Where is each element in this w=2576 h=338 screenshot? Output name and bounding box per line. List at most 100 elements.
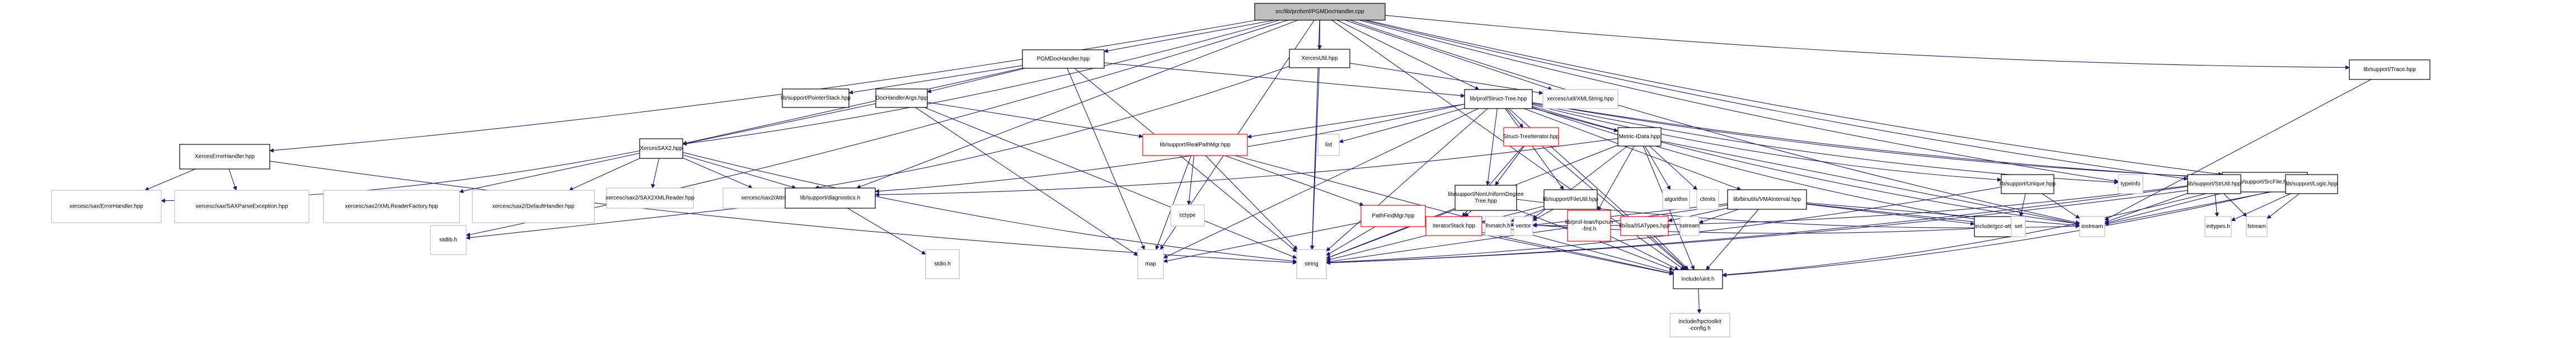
node-dochandlerargs[interactable]: DocHandlerArgs.hpp [875, 88, 928, 108]
node-label: src/lib/profxml/PGMDocHandler.cpp [1275, 9, 1364, 15]
node-gccattr[interactable]: include/gcc-attr.h [1974, 216, 2019, 237]
node-logic[interactable]: lib/support/Logic.hpp [2285, 174, 2338, 194]
edge-structtree-to-iostream [1532, 106, 2080, 226]
edge-pathfindmgr-to-string [1326, 226, 1376, 256]
edge-xercessax2-to-string [682, 152, 1297, 264]
edge-logic-to-inttypes [2231, 193, 2291, 221]
edge-vmainterval-to-isatypes [1668, 208, 1728, 223]
node-label: lib/support/FileUtil.hpp [1543, 196, 1598, 203]
node-label: inttypes.h [2206, 224, 2230, 230]
node-xercessax2[interactable]: XercesSAX2.hpp [639, 138, 683, 159]
node-box [925, 249, 960, 279]
edge-logic-to-fstream [2267, 193, 2300, 219]
node-root[interactable]: src/lib/profxml/PGMDocHandler.cpp [1254, 3, 1386, 21]
node-defaulthandler: xercesc/sax2/DefaultHandler.hpp [472, 190, 595, 223]
node-label: lib/support/NonUniformDegree [1448, 191, 1524, 198]
node-label: stdlib.h [439, 237, 457, 243]
node-box [2246, 216, 2268, 237]
node-pathfindmgr[interactable]: PathFindMgr.hpp [1360, 205, 1426, 227]
node-label: lib/support/diagnostics.h [800, 195, 860, 201]
node-uint[interactable]: include/uint.h [1673, 269, 1723, 289]
node-iteratorstack[interactable]: IteratorStack.hpp [1425, 216, 1482, 236]
edge-realpathmgr-to-map [1155, 155, 1191, 250]
node-saxparseexc: xercesc/sax/SAXParseException.hpp [174, 190, 309, 223]
node-label: lib/prof/Struct-Tree.hpp [1470, 96, 1527, 102]
node-label: cctype [1180, 213, 1196, 219]
node-box [2079, 216, 2105, 237]
edge-xercessax2-to-sax2xmlreader [651, 158, 660, 189]
node-realpathmgr[interactable]: lib/support/RealPathMgr.hpp [1142, 134, 1248, 156]
node-iostream: iostream [2079, 216, 2105, 237]
edge-unique-to-iostream [2042, 193, 2080, 219]
node-trace[interactable]: lib/support/Trace.hpp [2349, 59, 2430, 80]
node-xercesErrorHandler[interactable]: XercesErrorHandler.hpp [179, 144, 270, 170]
node-hpcrunfmt[interactable]: lib/prof-lean/hpcrun-fmt.h [1565, 210, 1613, 242]
node-unique[interactable]: lib/support/Unique.hpp [2000, 174, 2056, 194]
node-box [1360, 205, 1426, 227]
node-vmainterval[interactable]: lib/binutils/VMAInterval.hpp [1727, 189, 1807, 210]
node-pgmdochandler_hpp[interactable]: PGMDocHandler.hpp [1022, 49, 1105, 69]
node-label: lib/support/SrcFile.hpp [2237, 179, 2293, 185]
edge-root-to-xercessax2 [682, 20, 1280, 146]
node-isatypes[interactable]: lib/isa/ISATypes.hpp [1620, 216, 1670, 236]
node-box [1727, 189, 1807, 210]
node-box [1022, 49, 1105, 69]
node-structtree[interactable]: lib/prof/Struct-Tree.hpp [1464, 89, 1533, 109]
node-box [1673, 269, 1723, 289]
node-stdio: stdio.h [925, 249, 960, 279]
node-pointerstack[interactable]: lib/support/PointerStack.hpp [781, 88, 851, 108]
edge-structtree-to-srcfile [1532, 102, 2223, 180]
node-algorithm: algorithm [1662, 189, 1690, 210]
node-metricidata[interactable]: Metric-IData.hpp [1617, 127, 1662, 147]
edge-realpathmgr-to-uint [1235, 155, 1674, 274]
node-label: typeinfo [2120, 181, 2140, 187]
edge-root-to-strutil [1363, 20, 2188, 181]
edge-structtree-to-diagnostics [875, 104, 1465, 194]
edge-structtreeiter-to-uint [1541, 145, 1687, 270]
node-box [639, 138, 683, 159]
edge-metricidata-to-climits [1649, 145, 1698, 190]
node-label: Tree.hpp [1475, 198, 1497, 204]
node-vector: vector [1513, 216, 1533, 236]
node-box [430, 225, 467, 255]
node-label: PGMDocHandler.hpp [1037, 56, 1090, 62]
node-box [782, 88, 850, 108]
node-label: sstream [1679, 223, 1700, 229]
node-fileutil[interactable]: lib/support/FileUtil.hpp [1543, 189, 1598, 210]
node-box [2118, 174, 2143, 194]
node-label: xercesc/sax/ErrorHandler.hpp [69, 204, 143, 210]
edge-strutil-to-string [1326, 186, 2188, 265]
node-box [1142, 134, 1248, 156]
node-box [179, 144, 270, 170]
edge-realpathmgr-to-string [1205, 155, 1298, 250]
node-box [1679, 216, 1700, 236]
node-box [2001, 174, 2054, 194]
node-label: map [1145, 261, 1156, 267]
edge-unique-to-string [1326, 186, 2002, 265]
node-label: XercesErrorHandler.hpp [195, 154, 255, 160]
edge-structtree-to-list [1339, 107, 1465, 143]
node-sax2xmlreader: xercesc/sax2/SAX2XMLReader.hpp [606, 187, 695, 209]
edge-nonuniform-to-string [1326, 209, 1456, 260]
edge-srcfile-to-uint [1722, 189, 2223, 277]
edge-xercessax2-to-attributes [682, 157, 753, 189]
edge-vmainterval-to-uint [1706, 209, 1759, 270]
node-fstream: fstream [2246, 216, 2268, 237]
node-inttypes: inttypes.h [2204, 216, 2232, 237]
node-diagnostics[interactable]: lib/support/diagnostics.h [785, 187, 876, 209]
node-set: set [2011, 216, 2026, 237]
node-strutil[interactable]: lib/support/StrUtil.hpp [2187, 174, 2241, 194]
node-label: xercesc/sax2/SAX2XMLReader.hpp [606, 195, 695, 201]
edge-logic-to-uint [1722, 187, 2286, 278]
edge-isatypes-to-uint [1654, 235, 1689, 270]
node-string: string [1296, 249, 1327, 279]
node-label: climits [1700, 196, 1716, 203]
edge-pgmdochandler_hpp-to-structtree [1104, 62, 1465, 98]
edge-uint-to-hpctoolkitconfig [1697, 288, 1702, 314]
node-xercesutil[interactable]: XercesUtil.hpp [1289, 49, 1350, 68]
edge-dochandlerargs-to-realpathmgr [927, 102, 1143, 138]
node-box [2011, 216, 2026, 237]
node-structtreeiter[interactable]: Struct-TreeIterator.hpp [1503, 127, 1560, 147]
edge-structtree-to-unique [1532, 104, 2002, 182]
